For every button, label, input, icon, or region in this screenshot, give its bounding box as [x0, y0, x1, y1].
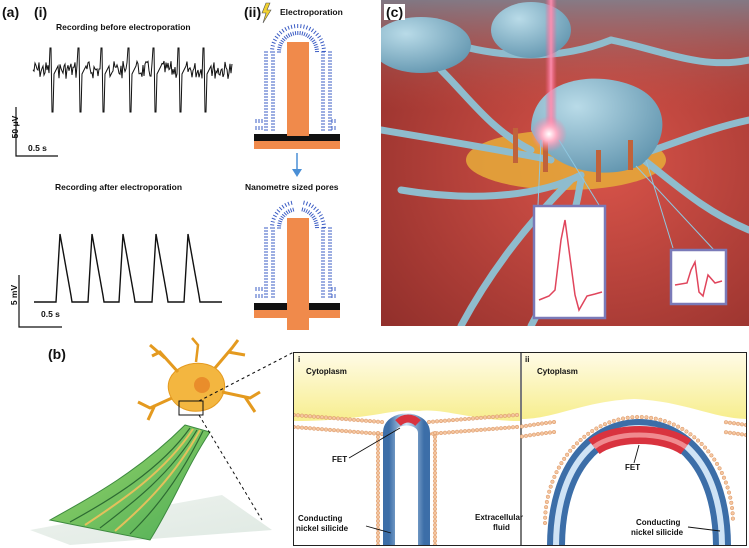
scale-bar-top: [15, 107, 58, 157]
cytoplasm-label-i: Cytoplasm: [306, 367, 347, 376]
scale-bar-bottom: [18, 275, 62, 328]
conducting-label-i-line1: Conducting: [298, 514, 343, 523]
conducting-label-ii-line1: Conducting: [636, 518, 681, 527]
electroporation-label: Electroporation: [280, 7, 343, 17]
scale-bottom-time: 0.5 s: [41, 309, 60, 319]
scale-top-time: 0.5 s: [28, 143, 47, 153]
fet-inset-box: [293, 352, 747, 546]
panel-a-sub-ii-label: (ii): [244, 4, 262, 20]
cytoplasm-label-ii: Cytoplasm: [537, 367, 578, 376]
inset-i-label: i: [298, 355, 301, 364]
panel-a-label: (a): [2, 4, 20, 20]
extracellular-label-line1: Extracellular: [475, 513, 524, 522]
panel-c-render: [381, 0, 749, 326]
conducting-label-ii-line2: nickel silicide: [631, 528, 684, 537]
fet-label-ii: FET: [625, 463, 641, 472]
trace-before-title: Recording before electroporation: [56, 22, 191, 32]
panel-c-label: (c): [384, 4, 406, 20]
panel-a-sub-i-label: (i): [34, 4, 48, 20]
inset-ii-label: ii: [525, 355, 530, 364]
trace-after-title: Recording after electroporation: [55, 182, 183, 192]
fet-label-i: FET: [332, 455, 348, 464]
extracellular-label-line2: fluid: [493, 523, 510, 532]
nanopores-label: Nanometre sized pores: [245, 182, 339, 192]
panel-b-label: (b): [48, 346, 66, 362]
conducting-label-i-line2: nickel silicide: [296, 524, 349, 533]
